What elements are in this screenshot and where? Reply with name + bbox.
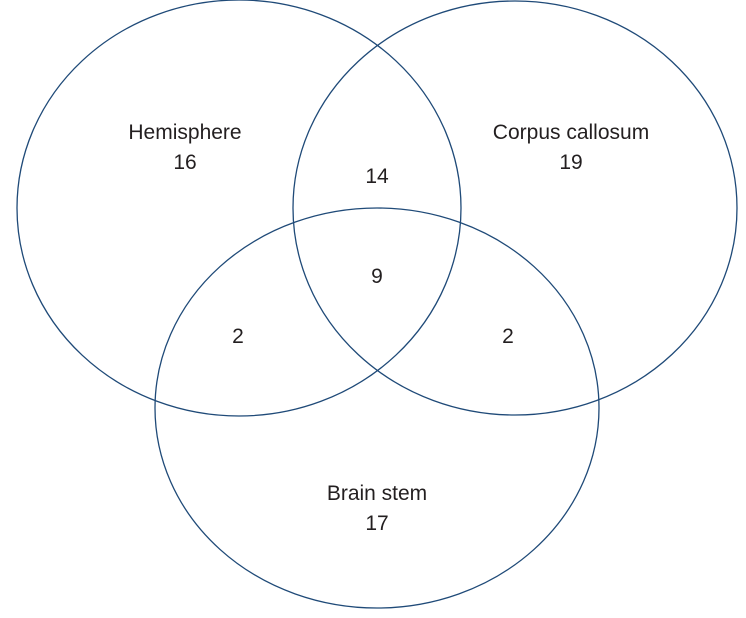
brain-stem-label: Brain stem [327,482,427,505]
corpus-brainstem-count: 2 [502,325,514,348]
set-brain-stem-ellipse [154,207,600,609]
set-hemisphere-ellipse [16,0,462,417]
hemisphere-count: 16 [173,151,196,174]
set-corpus-callosum-ellipse [292,0,738,416]
hemisphere-brainstem-count: 2 [232,325,244,348]
brain-stem-count: 17 [365,512,388,535]
all-three-count: 9 [371,265,383,288]
corpus-callosum-count: 19 [559,151,582,174]
hemisphere-corpus-count: 14 [365,165,389,188]
hemisphere-label: Hemisphere [128,121,241,144]
corpus-callosum-label: Corpus callosum [493,121,649,144]
